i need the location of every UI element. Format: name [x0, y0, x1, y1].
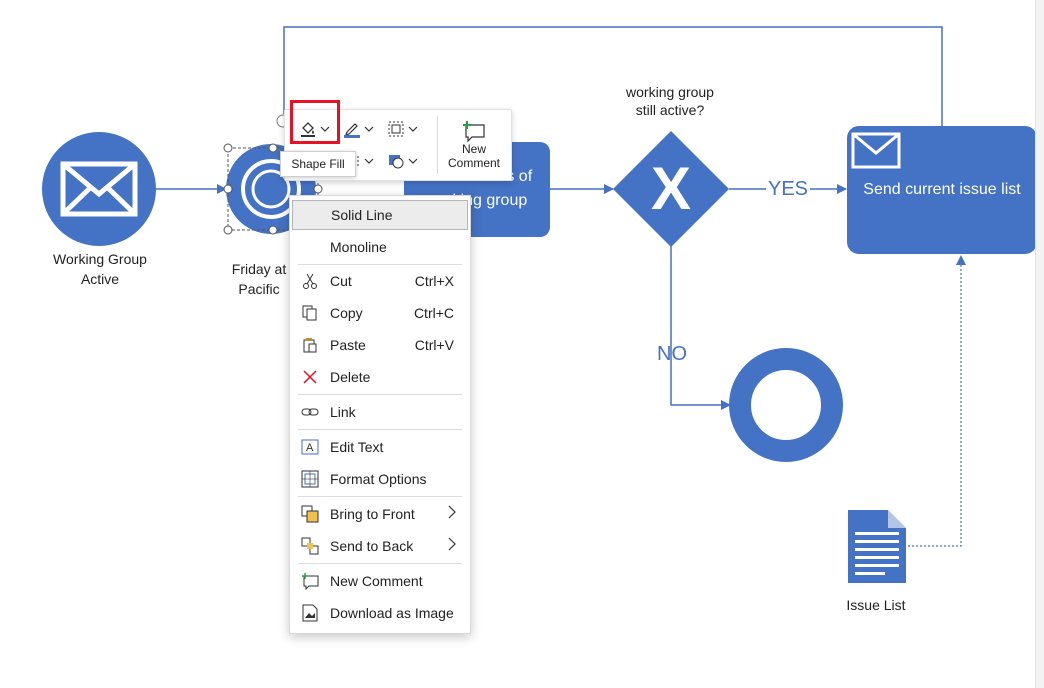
new-comment-label-line2: Comment — [447, 156, 500, 170]
envelope-icon — [851, 132, 901, 169]
menu-item-shortcut: Ctrl+V — [414, 337, 454, 353]
menu-item-paste[interactable]: Paste Ctrl+V — [290, 330, 470, 360]
yes-label: YES — [767, 178, 809, 200]
menu-item-cut[interactable]: Cut Ctrl+X — [290, 266, 470, 296]
menu-item-label: Send to Back — [330, 538, 414, 554]
menu-item-label: Delete — [330, 369, 371, 385]
toolbar-separator — [437, 116, 438, 174]
menu-item-label: Paste — [330, 337, 366, 353]
menu-item-shortcut: Ctrl+X — [414, 273, 454, 289]
clipboard-icon — [300, 335, 320, 355]
menu-item-link[interactable]: Link — [290, 397, 470, 427]
text-box-icon: A — [300, 437, 320, 457]
flow-gateway-no[interactable] — [670, 245, 731, 410]
menu-item-solid-line[interactable]: Solid Line — [292, 200, 468, 230]
no-label: NO — [657, 343, 687, 365]
menu-item-send-to-back[interactable]: Send to Back — [290, 531, 470, 561]
menu-item-edit-text[interactable]: A Edit Text — [290, 432, 470, 462]
link-icon — [300, 402, 320, 422]
menu-item-shortcut: Ctrl+C — [413, 305, 454, 321]
menu-separator — [298, 264, 462, 265]
chevron-right-icon — [448, 505, 456, 522]
end-event[interactable] — [729, 348, 843, 462]
chevron-right-icon — [448, 537, 456, 554]
pen-icon — [341, 118, 363, 140]
gateway-question-line1: working group — [626, 84, 714, 100]
shape-style-icon — [385, 150, 407, 172]
menu-item-format-options[interactable]: Format Options — [290, 464, 470, 494]
menu-item-copy[interactable]: Copy Ctrl+C — [290, 298, 470, 328]
start-message-event[interactable] — [42, 132, 156, 246]
menu-item-download-image[interactable]: Download as Image — [290, 598, 470, 628]
x-icon — [300, 367, 320, 387]
chevron-down-icon — [363, 118, 375, 140]
menu-item-label: Download as Image — [330, 605, 454, 621]
menu-separator — [298, 563, 462, 564]
association-issue-list[interactable] — [908, 255, 966, 547]
gateway-x-symbol: X — [650, 155, 692, 222]
chevron-down-icon — [363, 150, 375, 172]
menu-item-monoline[interactable]: Monoline — [290, 232, 470, 262]
comment-add-icon — [443, 114, 505, 142]
flow-loop-back[interactable] — [283, 26, 943, 126]
menu-item-label: Link — [330, 404, 356, 420]
chevron-down-icon — [407, 118, 419, 140]
scissors-icon — [300, 271, 320, 291]
context-menu: Solid Line Monoline Cut Ctrl+X Copy Ctrl… — [289, 195, 471, 634]
copy-icon — [300, 303, 320, 323]
menu-item-label: Monoline — [330, 239, 387, 255]
send-back-icon — [300, 536, 320, 556]
group-icon — [385, 118, 407, 140]
send-task-label: Send current issue list — [863, 181, 1021, 198]
menu-item-label: New Comment — [330, 573, 423, 589]
image-icon — [300, 603, 320, 623]
menu-item-delete[interactable]: Delete — [290, 362, 470, 392]
new-comment-button[interactable]: New Comment — [443, 114, 505, 176]
timer-label-line1: Friday at — [231, 261, 287, 277]
send-issue-list-task[interactable] — [847, 126, 1037, 254]
menu-separator — [298, 394, 462, 395]
issue-list-document[interactable] — [848, 510, 906, 583]
format-icon — [300, 469, 320, 489]
svg-text:A: A — [306, 442, 314, 454]
shape-fill-highlight — [290, 100, 340, 144]
comment-add-icon — [300, 571, 320, 591]
menu-separator — [298, 429, 462, 430]
menu-item-label: Edit Text — [330, 439, 384, 455]
shape-fill-tooltip: Shape Fill — [280, 151, 356, 177]
menu-item-bring-to-front[interactable]: Bring to Front — [290, 499, 470, 529]
envelope-icon — [60, 161, 138, 217]
menu-separator — [298, 496, 462, 497]
menu-item-label: Format Options — [330, 471, 427, 487]
new-comment-label-line1: New — [461, 142, 486, 156]
timer-label-line2: Pacific — [238, 281, 280, 297]
gateway-question-line2: still active? — [635, 102, 705, 118]
menu-item-new-comment[interactable]: New Comment — [290, 566, 470, 596]
shape-fill-button[interactable] — [297, 116, 331, 142]
document-label: Issue List — [846, 597, 906, 613]
arrange-button[interactable] — [385, 116, 419, 142]
exclusive-gateway[interactable] — [613, 131, 729, 247]
menu-item-label: Copy — [330, 305, 363, 321]
paint-bucket-icon — [297, 118, 319, 140]
menu-item-label: Bring to Front — [330, 506, 415, 522]
chevron-down-icon — [319, 118, 331, 140]
bring-front-icon — [300, 504, 320, 524]
menu-item-label: Cut — [330, 273, 352, 289]
shape-style-button[interactable] — [385, 148, 419, 174]
chevron-down-icon — [407, 150, 419, 172]
start-event-label: Working Group Active — [53, 251, 147, 287]
line-color-button[interactable] — [341, 116, 375, 142]
vertical-scrollbar[interactable] — [1035, 0, 1044, 688]
menu-item-label: Solid Line — [331, 207, 393, 223]
